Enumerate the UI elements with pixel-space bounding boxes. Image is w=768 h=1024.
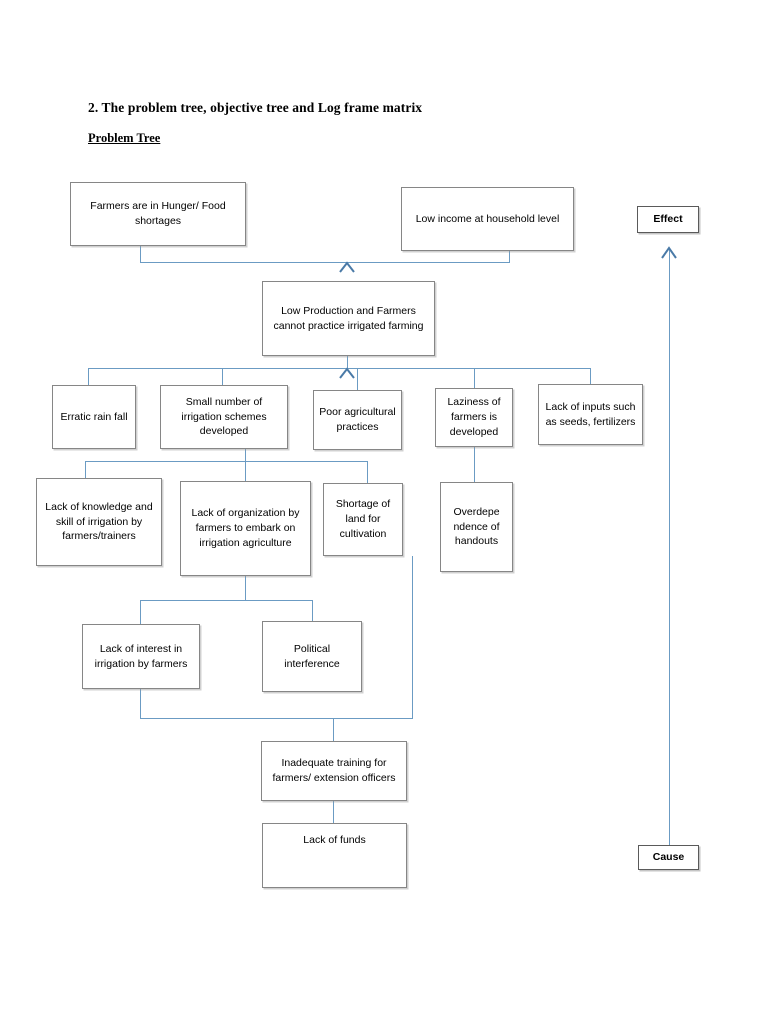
connector-drop-lack-inputs xyxy=(590,368,591,384)
node-overdependence[interactable]: Overdepe ndence of handouts xyxy=(440,482,513,572)
node-hunger[interactable]: Farmers are in Hunger/ Food shortages xyxy=(70,182,246,246)
node-shortage-land[interactable]: Shortage of land for cultivation xyxy=(323,483,403,556)
connector-lack-interest-down xyxy=(140,689,141,719)
node-erratic-rain[interactable]: Erratic rain fall xyxy=(52,385,136,449)
legend-effect: Effect xyxy=(637,206,699,233)
node-lack-interest[interactable]: Lack of interest in irrigation by farmer… xyxy=(82,624,200,689)
node-lack-inputs[interactable]: Lack of inputs such as seeds, fertilizer… xyxy=(538,384,643,445)
node-small-schemes[interactable]: Small number of irrigation schemes devel… xyxy=(160,385,288,449)
connector-small-schemes-down xyxy=(245,449,246,481)
node-inadequate-training[interactable]: Inadequate training for farmers/ extensi… xyxy=(261,741,407,801)
connector-drop-inadequate-training xyxy=(333,718,334,741)
connector-drop-small-schemes xyxy=(222,368,223,385)
node-laziness[interactable]: Laziness of farmers is developed xyxy=(435,388,513,447)
node-lack-funds[interactable]: Lack of funds xyxy=(262,823,407,888)
connector-training-to-funds xyxy=(333,801,334,823)
connector-drop-erratic-rain xyxy=(88,368,89,385)
connector-lack-organization-down xyxy=(245,576,246,600)
node-poor-practices[interactable]: Poor agricultural practices xyxy=(313,390,402,450)
node-low-income[interactable]: Low income at household level xyxy=(401,187,574,251)
node-lack-knowledge[interactable]: Lack of knowledge and skill of irrigatio… xyxy=(36,478,162,566)
node-political-interference[interactable]: Political interference xyxy=(262,621,362,692)
connector-lowincome-down xyxy=(509,251,510,263)
legend-cause: Cause xyxy=(638,845,699,870)
page-title: 2. The problem tree, objective tree and … xyxy=(88,100,423,115)
connector-core-down xyxy=(347,356,348,368)
connector-drop-lack-knowledge xyxy=(85,461,86,478)
connector-effects-bus xyxy=(140,262,510,263)
connector-secondary-bus xyxy=(85,461,368,462)
connector-drop-poor-practices xyxy=(357,368,358,390)
arrowhead-primary-bus xyxy=(339,367,355,379)
node-low-production[interactable]: Low Production and Farmers cannot practi… xyxy=(262,281,435,356)
node-lack-organization[interactable]: Lack of organization by farmers to embar… xyxy=(180,481,311,576)
connector-primary-bus xyxy=(88,368,590,369)
connector-drop-political xyxy=(312,600,313,621)
connector-drop-lack-interest xyxy=(140,600,141,624)
connector-cause-effect-shaft xyxy=(669,248,670,845)
connector-root-bus xyxy=(140,718,413,719)
connector-drop-laziness xyxy=(474,368,475,388)
connector-laziness-to-overdependence xyxy=(474,447,475,482)
connector-tertiary-bus xyxy=(140,600,313,601)
arrowhead-core-problem xyxy=(339,261,355,273)
section-subtitle: Problem Tree xyxy=(88,131,161,145)
connector-shortage-land-down xyxy=(412,556,413,719)
connector-hunger-down xyxy=(140,246,141,263)
connector-drop-shortage-land xyxy=(367,461,368,483)
